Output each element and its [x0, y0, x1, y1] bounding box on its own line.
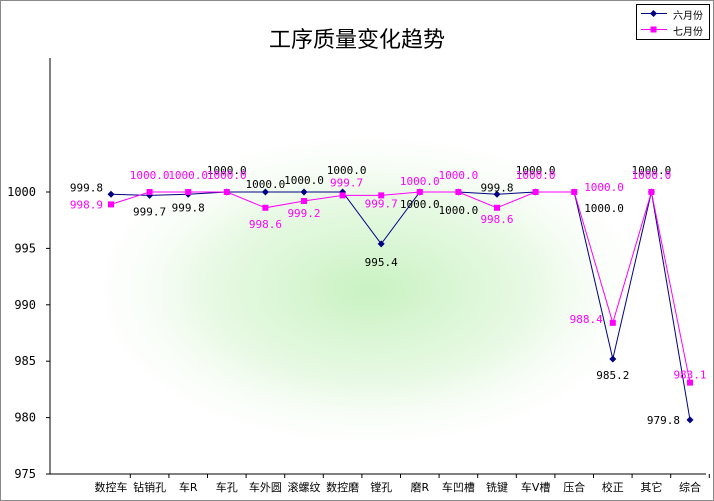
data-label: 1000.0 — [207, 164, 247, 177]
data-label: 1000.0 — [632, 169, 672, 182]
y-tick-label: 995 — [14, 241, 36, 255]
y-tick-label: 990 — [14, 298, 36, 312]
x-tick-label: 其它 — [640, 480, 662, 494]
data-label: 985.2 — [596, 369, 629, 382]
data-label: 1000.0 — [439, 169, 479, 182]
x-tick-label: 校正 — [602, 480, 624, 494]
data-point-square — [339, 192, 346, 199]
data-point-square — [108, 201, 114, 208]
data-point-diamond — [609, 355, 617, 363]
data-point-diamond — [261, 188, 269, 196]
plot-area-background — [70, 120, 670, 460]
data-label: 995.4 — [365, 256, 398, 269]
data-point-square — [262, 204, 269, 211]
data-label: 998.9 — [70, 198, 103, 211]
data-point-square — [146, 189, 153, 195]
data-label: 1000.0 — [327, 164, 367, 177]
data-label: 1000.0 — [168, 169, 208, 182]
data-label: 1000.0 — [516, 164, 556, 177]
data-label: 1000.0 — [400, 175, 440, 188]
data-label: 999.7 — [365, 197, 398, 210]
data-point-square — [494, 204, 500, 211]
x-tick-label: 车凹槽 — [442, 480, 475, 494]
data-label: 1000.0 — [400, 198, 440, 211]
legend-label-series-2: 七月份 — [673, 27, 703, 38]
data-point-square — [648, 189, 655, 195]
data-point-square — [532, 189, 539, 195]
legend-diamond-marker — [650, 10, 657, 17]
data-label: 999.8 — [172, 201, 205, 214]
y-tick-label: 1000 — [7, 185, 36, 199]
data-point-square — [571, 189, 578, 195]
data-label: 1000.0 — [516, 169, 556, 182]
data-label: 1000.0 — [207, 169, 247, 182]
x-tick-label: 钻销孔 — [133, 480, 166, 494]
x-tick-label: 车孔 — [216, 480, 238, 494]
data-label: 979.8 — [647, 414, 680, 427]
data-point-diamond — [107, 190, 115, 198]
data-label: 999.7 — [133, 205, 166, 218]
y-tick-label: 985 — [14, 354, 36, 368]
data-label: 1000.0 — [284, 174, 324, 187]
y-tick-label: 980 — [14, 411, 36, 425]
data-point-square — [455, 189, 462, 195]
x-tick-label: 数控车 — [95, 480, 128, 494]
data-label: 999.8 — [70, 181, 103, 194]
data-point-square — [609, 319, 616, 326]
data-point-square — [378, 192, 385, 199]
x-tick-label: 滚螺纹 — [288, 480, 321, 494]
data-point-diamond — [686, 416, 694, 424]
chart-title: 工序质量变化趋势 — [268, 28, 445, 53]
data-point-diamond — [493, 190, 501, 198]
data-point-square — [185, 189, 192, 195]
x-tick-label: 车R — [179, 480, 198, 494]
data-label: 1000.0 — [584, 202, 624, 215]
legend-item-series-1: 六月份 — [637, 6, 709, 22]
series-line-1 — [110, 191, 691, 420]
data-point-square — [687, 379, 693, 386]
chart-legend: 六月份 七月份 — [636, 4, 710, 40]
data-label: 1000.0 — [246, 178, 286, 191]
data-label: 999.8 — [480, 181, 513, 194]
data-label: 1000.0 — [632, 164, 672, 177]
data-label: 1000.0 — [130, 169, 170, 182]
data-point-square — [223, 189, 230, 195]
data-label: 999.7 — [330, 176, 363, 189]
x-tick-label: 压合 — [563, 480, 585, 494]
x-tick-label: 车V槽 — [521, 480, 551, 494]
data-label: 998.6 — [249, 218, 282, 231]
data-label: 983.1 — [673, 369, 706, 382]
x-tick-label: 车外圆 — [249, 480, 282, 494]
series-line-2 — [110, 191, 691, 383]
x-tick-label: 综合 — [679, 480, 701, 494]
data-label: 999.2 — [287, 207, 320, 220]
data-point-diamond — [300, 188, 308, 196]
x-tick-label: 磨R — [410, 481, 429, 494]
data-label: 988.4 — [570, 313, 603, 326]
legend-square-marker — [650, 26, 657, 33]
x-tick-label: 数控磨 — [326, 480, 359, 494]
x-tick-label: 铣键 — [486, 480, 508, 494]
data-point-square — [416, 189, 423, 195]
x-tick-label: 镗孔 — [370, 480, 392, 494]
data-label: 1000.0 — [439, 204, 479, 217]
data-label: 998.6 — [480, 213, 513, 226]
legend-item-series-2: 七月份 — [637, 22, 709, 38]
y-tick-label: 975 — [14, 467, 36, 481]
data-point-square — [301, 198, 307, 205]
data-label: 1000.0 — [584, 181, 624, 194]
data-point-diamond — [377, 240, 385, 248]
legend-label-series-1: 六月份 — [673, 11, 703, 22]
